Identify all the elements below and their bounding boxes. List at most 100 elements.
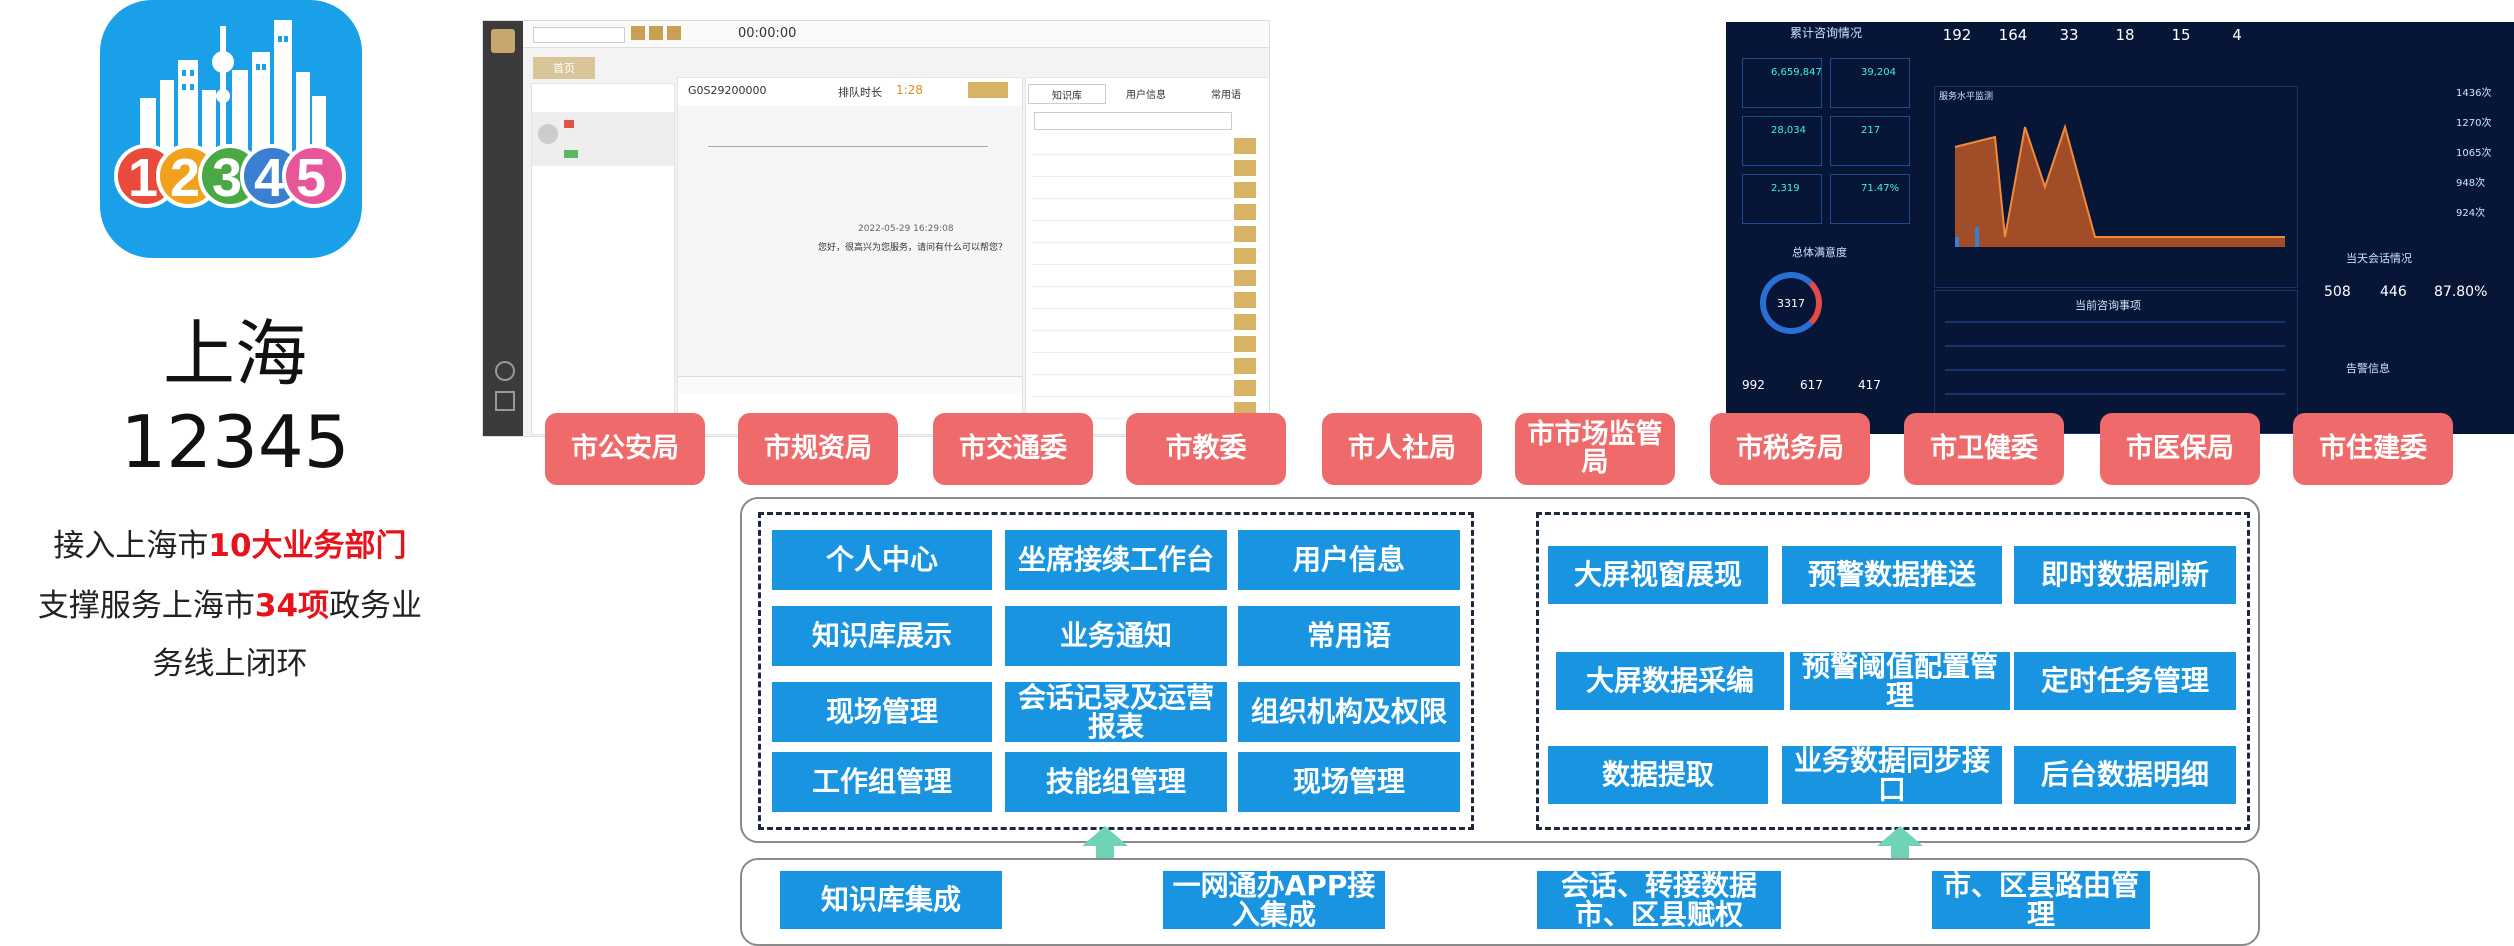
tab-knowledge[interactable]: 知识库: [1028, 84, 1106, 104]
tab-user-info[interactable]: 用户信息: [1126, 89, 1166, 101]
module-personal-center: 个人中心: [772, 530, 992, 590]
module-session-reports: 会话记录及运营报表: [1005, 682, 1227, 742]
side-stats: 508 446 87.80%: [2324, 284, 2488, 300]
send-button[interactable]: [1234, 204, 1256, 220]
agent-workbench-screenshot: 00:00:00 首页 G0S29200000 排队时长 1:28 2022-0…: [482, 20, 1270, 437]
top-stats: 192 164 33 18 15 4: [1932, 26, 2262, 76]
summary-line-2: 支撑服务上海市34项政务业: [0, 580, 460, 625]
send-button[interactable]: [1234, 314, 1256, 330]
stat-card: 71.47%: [1830, 174, 1910, 224]
knowledge-list-item[interactable]: [1032, 138, 1232, 155]
knowledge-list-item[interactable]: [1032, 182, 1232, 199]
toolbar-button-1[interactable]: [631, 26, 645, 40]
knowledge-list-item[interactable]: [1032, 270, 1232, 287]
screen-module-group: [1536, 512, 2250, 830]
module-business-notice: 业务通知: [1005, 606, 1227, 666]
status-select[interactable]: [533, 27, 625, 43]
icon-digit: 4: [254, 148, 290, 208]
list-item: [1945, 321, 2285, 323]
tab-home[interactable]: 首页: [533, 57, 595, 79]
big-screen-dashboard-screenshot: 累计咨询情况 192 164 33 18 15 4 6,659,847 39,2…: [1726, 22, 2514, 434]
status-badge: [564, 120, 574, 128]
tab-phrases[interactable]: 常用语: [1211, 89, 1241, 101]
module-common-phrases: 常用语: [1238, 606, 1460, 666]
summary-line-1-prefix: 接入上海市: [53, 528, 209, 564]
list-item: [1945, 345, 2285, 347]
agent-module-group: [758, 512, 1474, 830]
department-badge: 市卫健委: [1904, 413, 2064, 485]
knowledge-list-item[interactable]: [1032, 380, 1232, 397]
module-site-management-2: 现场管理: [1238, 752, 1460, 812]
icon-digit: 5: [296, 148, 332, 208]
session-list: [531, 83, 675, 435]
knowledge-list-item[interactable]: [1032, 336, 1232, 353]
top-stat: 33: [2059, 26, 2079, 44]
toolbar-button-3[interactable]: [667, 26, 681, 40]
stat-card: 6,659,847: [1742, 58, 1822, 108]
workbench-toolbar: 00:00:00: [523, 21, 1269, 48]
wait-value: 1:28: [896, 83, 923, 97]
send-button[interactable]: [1234, 226, 1256, 242]
session-list-item[interactable]: [532, 112, 674, 166]
knowledge-list-item[interactable]: [1032, 292, 1232, 309]
module-backend-detail: 后台数据明细: [2014, 746, 2236, 804]
send-button[interactable]: [1234, 292, 1256, 308]
knowledge-list-item[interactable]: [1032, 314, 1232, 331]
module-alert-threshold: 预警阈值配置管理: [1790, 651, 2010, 710]
app-title: 上海12345: [120, 312, 350, 484]
toolbar-button-2[interactable]: [649, 26, 663, 40]
department-badge: 市规资局: [738, 413, 898, 485]
module-knowledge-display: 知识库展示: [772, 606, 992, 666]
integration-knowledge-base: 知识库集成: [780, 871, 1002, 929]
knowledge-list-item[interactable]: [1032, 160, 1232, 177]
module-scheduled-tasks: 定时任务管理: [2014, 652, 2236, 710]
chat-panel: G0S29200000 排队时长 1:28 2022-05-29 16:29:0…: [677, 77, 1023, 435]
module-alert-push: 预警数据推送: [1782, 546, 2002, 604]
top-stat: 192: [1942, 26, 1972, 44]
module-sync-interface: 业务数据同步接口: [1782, 745, 2002, 804]
knowledge-list-item[interactable]: [1032, 204, 1232, 221]
send-button[interactable]: [1234, 160, 1256, 176]
module-realtime-refresh: 即时数据刷新: [2014, 546, 2236, 604]
send-button[interactable]: [1234, 138, 1256, 154]
integration-routing: 市、区县路由管理: [1932, 870, 2150, 929]
star-icon[interactable]: [495, 391, 515, 411]
settings-icon[interactable]: [495, 361, 515, 381]
send-button[interactable]: [1234, 380, 1256, 396]
module-screen-view: 大屏视窗展现: [1548, 546, 1768, 604]
session-timer: 00:00:00: [738, 26, 797, 41]
department-badge: 市税务局: [1710, 413, 1870, 485]
send-button[interactable]: [1234, 248, 1256, 264]
knowledge-search-input[interactable]: [1034, 112, 1232, 130]
send-button[interactable]: [1234, 336, 1256, 352]
knowledge-list-item[interactable]: [1032, 226, 1232, 243]
icon-digit: 3: [212, 148, 248, 208]
satisfaction-title: 总体满意度: [1792, 246, 1847, 259]
send-button[interactable]: [1234, 358, 1256, 374]
department-badge: 市公安局: [545, 413, 705, 485]
message-time: 2022-05-29 16:29:08: [858, 224, 954, 234]
send-button[interactable]: [1234, 270, 1256, 286]
alert-title: 告警信息: [2346, 362, 2390, 375]
workbench-nav-rail: [483, 21, 523, 436]
ranking-list: 1436次 1270次 1065次 948次 924次: [2456, 88, 2492, 219]
summary-line-3: 务线上闭环: [152, 646, 308, 682]
summary-line-1-highlight: 10大业务部门: [208, 528, 407, 564]
knowledge-list-item[interactable]: [1032, 248, 1232, 265]
session-id: G0S29200000: [688, 84, 767, 97]
department-badge: 市人社局: [1322, 413, 1482, 485]
stat-card: 39,204: [1830, 58, 1910, 108]
summary-line-2-highlight: 34项: [254, 588, 330, 624]
summary-line-2-suffix: 政务业: [329, 588, 423, 624]
divider: [708, 146, 988, 147]
chat-messages: 2022-05-29 16:29:08 您好，很高兴为您服务，请问有什么可以帮您…: [678, 106, 1022, 376]
knowledge-list-item[interactable]: [1032, 358, 1232, 375]
send-button[interactable]: [1234, 182, 1256, 198]
stat-card: 28,034: [1742, 116, 1822, 166]
up-arrow-icon: [1877, 826, 1923, 864]
up-arrow-icon: [1082, 826, 1128, 864]
department-badge: 市住建委: [2293, 413, 2453, 485]
end-session-button[interactable]: [968, 82, 1008, 98]
